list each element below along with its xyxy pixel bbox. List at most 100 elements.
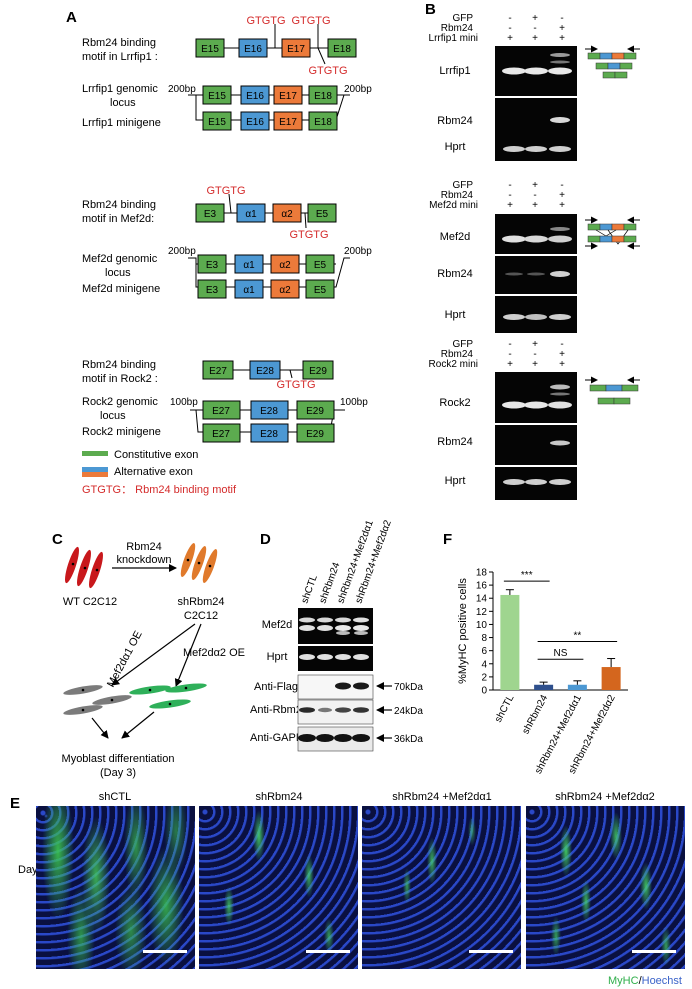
rock2-header: GFP Rbm24 Rock2 mini - + - - - + + + +	[429, 339, 566, 370]
size-label: 70kDa	[394, 682, 423, 693]
sign: +	[532, 339, 538, 350]
sign: +	[559, 190, 565, 201]
x-tick-label: shRbm24	[520, 693, 550, 736]
stain-hoechst: Hoechst	[642, 975, 682, 987]
scale-bar	[469, 950, 513, 953]
scale-bar	[632, 950, 676, 953]
arrow-icon	[91, 717, 109, 739]
mef2d-construct: 200bp 200bp E3 α1 α2 E5 E3 α1 α	[168, 246, 372, 299]
lrrfip1-gel	[495, 46, 577, 161]
flank-right-label: 200bp	[344, 246, 372, 257]
significance-label: ***	[521, 570, 533, 581]
rock2-gel	[495, 372, 577, 500]
lrrfip1-minigene-label: Lrrfip1 minigene	[82, 117, 161, 129]
exon-label: E15	[208, 117, 226, 128]
rock2-motif-diagram: E27 E28 E29 GTGTG	[202, 360, 334, 391]
mef2d-gel	[495, 214, 577, 333]
lrrfip1-motif-diagram: E15 E16 E17 E18 GTGTG GTGTG GTGTG	[195, 15, 357, 77]
motif-label: GTGTG	[206, 185, 245, 197]
shrbm24-cells	[180, 543, 218, 583]
sign: -	[508, 190, 511, 201]
legend-constitutive: Constitutive exon	[114, 449, 198, 461]
y-tick-label: 16	[476, 581, 488, 592]
exon-label: E28	[256, 366, 274, 377]
lrrfip1-genomic-label-2: locus	[110, 97, 136, 109]
exon-label: E18	[314, 117, 332, 128]
exon-label: E17	[279, 91, 297, 102]
y-axis-label: %MyHC positive cells	[457, 578, 469, 684]
condition-label: Rbm24	[441, 190, 474, 201]
sign: -	[533, 190, 536, 201]
exon-label: E16	[246, 117, 264, 128]
y-tick-label: 6	[481, 646, 487, 657]
panel-a-letter: A	[66, 9, 77, 26]
mef2d-minigene-label: Mef2d minigene	[82, 283, 160, 295]
motif-label: GTGTG	[276, 379, 315, 391]
exon-label: E28	[260, 406, 278, 417]
blot-label: Rbm24	[437, 115, 472, 127]
condition-label: Lrrfip1 mini	[429, 33, 478, 44]
motif-label: GTGTG	[308, 65, 347, 77]
rock2-motif-label: Rbm24 binding	[82, 359, 156, 371]
blot-label: Rock2	[439, 397, 470, 409]
exon-label: E17	[287, 44, 305, 55]
significance-label: **	[573, 630, 581, 641]
diff-label: Myoblast differentiation	[62, 753, 175, 765]
rock2-construct: 100bp 100bp E27 E28 E29 E27 E28 E29	[170, 397, 368, 443]
size-label: 36kDa	[394, 734, 423, 745]
mef2d-genomic-label: Mef2d genomic	[82, 253, 158, 265]
exon-label: α1	[243, 285, 255, 296]
y-tick-label: 18	[476, 568, 488, 579]
sign: +	[559, 33, 565, 44]
x-tick-label: shCTL	[493, 693, 517, 725]
exon-label: α1	[243, 260, 255, 271]
blot-label: Rbm24	[437, 436, 472, 448]
bar	[500, 594, 520, 690]
exon-label: E17	[279, 117, 297, 128]
green-cells	[129, 683, 207, 709]
image-title: shRbm24	[255, 791, 302, 803]
panel-e-letter: E	[10, 795, 20, 812]
significance-label: NS	[554, 648, 568, 659]
panel-d: D shCTL shRbm24 shRbm24+Mef2dα1 shRbm24+…	[250, 518, 423, 752]
d-gels	[297, 608, 374, 752]
mef2d-motif-diagram: E3 α1 α2 E5 GTGTG GTGTG	[195, 185, 337, 241]
sign: -	[533, 23, 536, 34]
rock2-genomic-label: Rock2 genomic	[82, 396, 158, 408]
knockdown-label: Rbm24	[126, 541, 161, 553]
exon-label: E3	[204, 209, 217, 220]
y-tick-label: 4	[481, 659, 487, 670]
exon-label: E5	[316, 209, 329, 220]
panel-b-letter: B	[425, 1, 436, 18]
sign: +	[532, 359, 538, 370]
flank-right-label: 100bp	[340, 397, 368, 408]
knockdown-label-2: knockdown	[116, 554, 171, 566]
sign: +	[532, 13, 538, 24]
exon-label: E16	[246, 91, 264, 102]
legend-alternative: Alternative exon	[114, 466, 193, 478]
bar	[534, 684, 554, 690]
sign: +	[559, 349, 565, 360]
exon-label: E3	[206, 260, 219, 271]
exon-label: α2	[279, 285, 291, 296]
panel-c: C Rbm24 knockdown WT C2C12 shRbm24 C2C12…	[52, 531, 245, 779]
rock2-motif-label-2: motif in Rock2 :	[82, 373, 158, 385]
oe1-label: Mef2dα1 OE	[105, 629, 145, 689]
panel-f-letter: F	[443, 531, 452, 548]
y-tick-label: 0	[481, 686, 487, 697]
sign: +	[559, 359, 565, 370]
exon-label: α2	[279, 260, 291, 271]
sign: +	[507, 33, 513, 44]
rock2-genomic-label-2: locus	[100, 410, 126, 422]
exon-label: E16	[244, 44, 262, 55]
y-tick-label: 8	[481, 633, 487, 644]
mef2d-product-scheme	[585, 216, 640, 250]
mef2d-motif-label-2: motif in Mef2d:	[82, 213, 154, 225]
mef2d-motif-label: Rbm24 binding	[82, 199, 156, 211]
sign: -	[508, 180, 511, 191]
sign: -	[508, 23, 511, 34]
scale-bar	[143, 950, 187, 953]
rock2-minigene-label: Rock2 minigene	[82, 426, 161, 438]
